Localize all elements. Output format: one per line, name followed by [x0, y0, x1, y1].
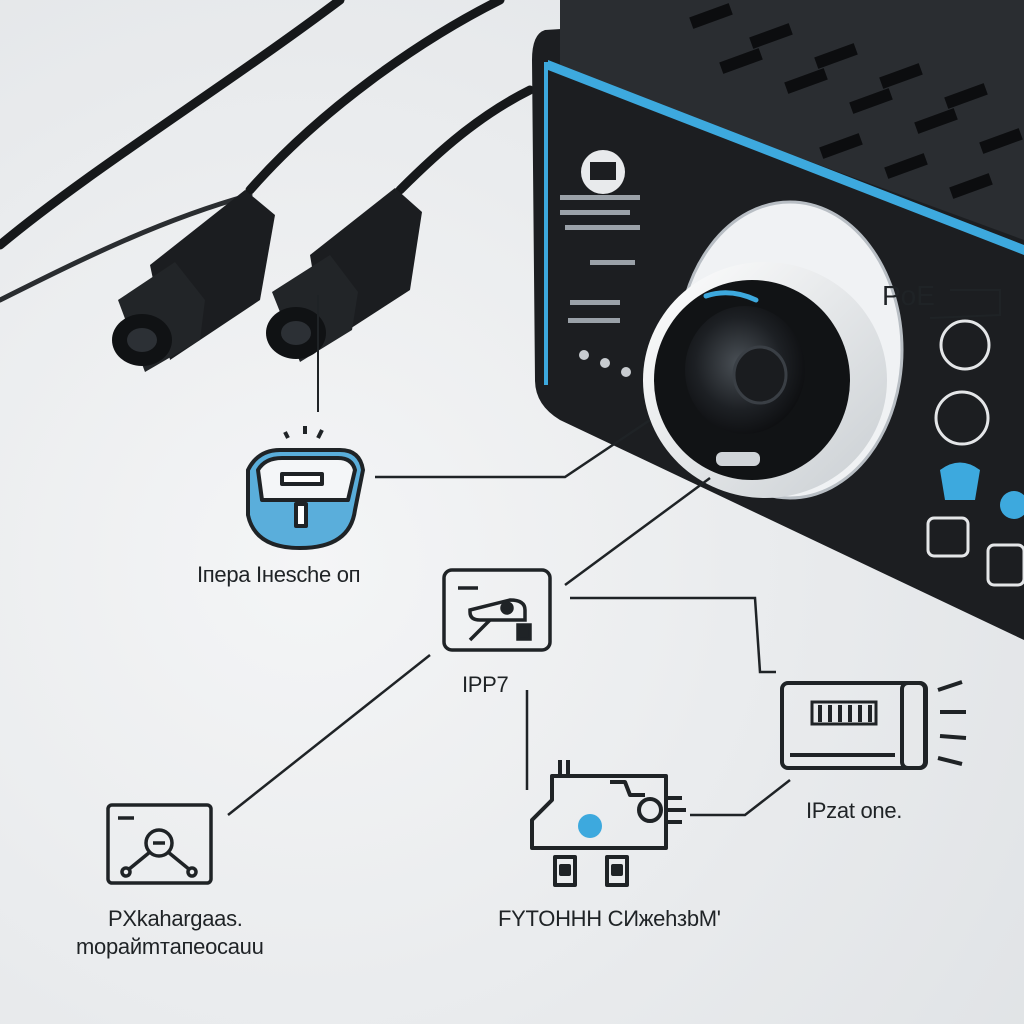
status-leds	[579, 350, 631, 377]
connector-plug-icon	[266, 188, 422, 412]
router-caption: Iпepa Iнeschе oп	[197, 562, 361, 587]
network-node-icon	[106, 803, 213, 885]
bottom-caption: FYTOHHH CИжehзbM'	[498, 906, 721, 931]
network-ports-icon	[926, 319, 1024, 587]
device-poe-label: PoE	[882, 280, 935, 311]
right-device-label: IPzat one.	[806, 798, 903, 823]
cables	[0, 0, 535, 303]
gateway-box-icon	[780, 680, 967, 770]
device-text-block	[560, 195, 640, 323]
poe-device: PoE	[532, 0, 1024, 640]
connection-lines	[227, 418, 791, 817]
left-caption-line1: PXkahargaas.	[108, 906, 243, 931]
camera-panel-icon	[442, 568, 552, 652]
connector-plug-icon	[112, 190, 275, 372]
router-icon	[246, 426, 365, 550]
center-label: IPP7	[462, 672, 509, 697]
camera-lens-icon	[643, 200, 904, 500]
vent-grille	[689, 3, 1023, 199]
power-supply-icon	[530, 760, 686, 887]
left-caption-line2: mopaйmтaпeocauu	[76, 934, 264, 959]
